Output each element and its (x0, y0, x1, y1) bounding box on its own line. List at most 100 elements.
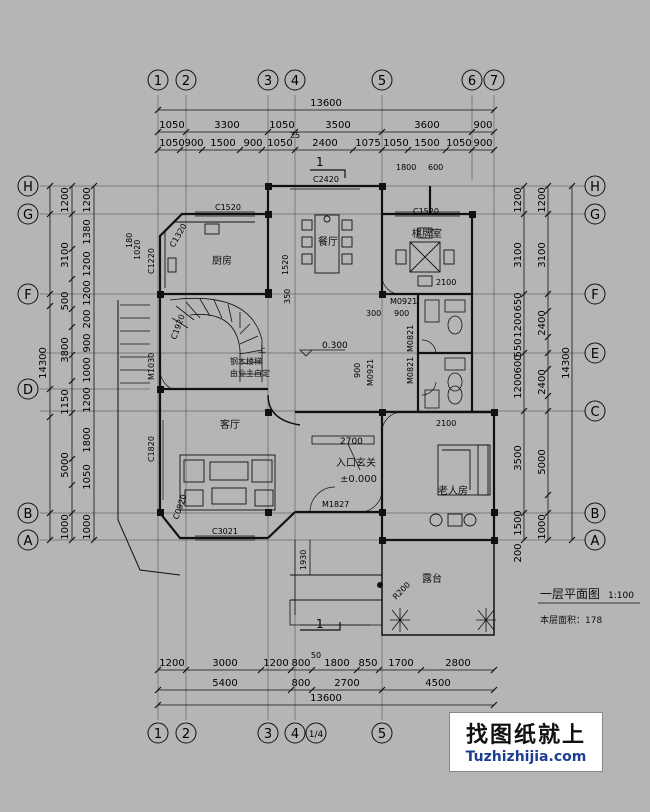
entrance-steps (294, 540, 370, 626)
dim-1020: 1020 (133, 240, 142, 260)
left-dim2-1: 1200 (82, 187, 93, 212)
level-marker (299, 349, 345, 357)
left-dim2-2: 1380 (82, 219, 93, 244)
right-dim2-4: 1200 (513, 312, 524, 337)
right-dim-4: 2400 (537, 369, 548, 394)
left-dim-4: 3800 (60, 337, 71, 362)
top-dim-6: 900 (473, 120, 492, 131)
left-dim2-4: 1200 (82, 280, 93, 305)
living-sofa (179, 454, 276, 511)
right-dim2-7: 1200 (513, 373, 524, 398)
living-room-label: 客厅 (220, 418, 240, 431)
bottom-dim-2: 3000 (212, 658, 237, 669)
top-dim2-2: 900 (184, 138, 203, 149)
windows (159, 185, 460, 541)
bottom-dim-7: 1700 (388, 658, 413, 669)
left-dim2-3: 1200 (82, 251, 93, 276)
foyer-level: ±0.000 (340, 474, 377, 485)
door-m0821-a: M0821 (406, 325, 415, 352)
right-dim-2: 3100 (537, 242, 548, 267)
right-dimensions: 14300 1200 3100 2400 2400 5000 1000 1200… (513, 187, 572, 562)
left-dim-5: 1150 (60, 389, 71, 414)
axis-3-top: 3 (264, 74, 272, 89)
axis-C-right: C (590, 405, 599, 420)
left-dim2-10: 1050 (82, 464, 93, 489)
right-total-dim: 14300 (561, 347, 572, 379)
elder-bed (429, 444, 491, 527)
plan-title: 一层平面图 (540, 587, 600, 601)
doors (159, 275, 437, 513)
door-m1827: M1827 (322, 500, 349, 509)
dim-180: 180 (125, 233, 134, 248)
dim-600: 600 (428, 163, 443, 172)
top-dim2-8: 1050 (383, 138, 408, 149)
door-m0921-a: M0921 (390, 297, 417, 306)
stair-note-1: 钢木楼梯 (230, 356, 262, 366)
foyer-label: 入口玄关 (336, 456, 376, 469)
plan-scale: 1:100 (608, 591, 634, 601)
axis-labels-bottom: 1 2 3 4 1/4 5 (154, 727, 386, 742)
door-m0821-b: M0821 (406, 357, 415, 384)
section-marker-bottom: 1 (316, 617, 324, 631)
stair-up-label: 上 (258, 345, 266, 354)
window-c1820: C1820 (147, 436, 156, 462)
axis-4-bottom: 4 (291, 727, 299, 742)
bottom-dim2-4: 4500 (425, 678, 450, 689)
top-dim2-10: 1050 (446, 138, 471, 149)
axis-B-left: B (24, 507, 33, 522)
chess-table (395, 227, 455, 287)
axis-3-bottom: 3 (264, 727, 272, 742)
door-m0921-b: M0921 (366, 359, 375, 386)
right-dim-6: 1000 (537, 514, 548, 539)
axis-5-bottom: 5 (378, 727, 386, 742)
right-dim2-9: 1500 (513, 510, 524, 535)
bottom-dim-4: 800 (291, 658, 310, 669)
axis-labels-left: H G F D B A (23, 180, 33, 549)
bottom-total-dim: 13600 (310, 693, 342, 704)
axis-bubbles-top (147, 69, 505, 91)
axis-labels-top: 1 2 3 4 5 6 7 (154, 74, 498, 89)
dim-2100-a: 2100 (436, 278, 456, 287)
right-dim2-2: 3100 (513, 242, 524, 267)
section-markers (300, 169, 346, 631)
dim-2700: 2700 (340, 437, 363, 447)
right-dim-3: 2400 (537, 310, 548, 335)
axis-labels-right: H G F E C B A (590, 180, 600, 549)
left-dim-6: 5000 (60, 452, 71, 477)
top-dim-small: 25 (290, 131, 300, 140)
top-dim2-11: 900 (473, 138, 492, 149)
axis-2-top: 2 (182, 74, 190, 89)
axis-G-left: G (23, 208, 33, 223)
axis-A-right: A (591, 534, 600, 549)
bottom-dim-1: 1200 (159, 658, 184, 669)
dimension-ticks (46, 106, 576, 709)
dim-1930: 1930 (299, 550, 308, 570)
bottom-dim-3: 1200 (263, 658, 288, 669)
top-dim-5: 3600 (414, 120, 439, 131)
right-dim2-5: 550 (513, 338, 524, 357)
right-dim2-10: 200 (513, 543, 524, 562)
axis-6-top: 6 (468, 74, 476, 89)
bottom-dim-5: 1800 (324, 658, 349, 669)
left-dim2-8: 1200 (82, 387, 93, 412)
window-c1220: C1220 (147, 248, 156, 274)
axis-F-left: F (24, 288, 31, 303)
left-dim2-11: 1000 (82, 514, 93, 539)
bottom-dim-small: 50 (311, 651, 321, 660)
bottom-dim2-1: 5400 (212, 678, 237, 689)
axis-B-right: B (591, 507, 600, 522)
dimension-lines (49, 109, 573, 706)
section-marker-top: 1 (316, 155, 324, 169)
left-dimensions: 14300 1200 3100 500 3800 1150 5000 1000 … (38, 187, 93, 539)
axis-H-right: H (590, 180, 600, 195)
axis-7-top: 7 (490, 74, 498, 89)
door-m1030: M1030 (147, 353, 156, 380)
chess-room-label: 棋牌室 (412, 227, 442, 240)
dim-1800-b: 1520 (281, 255, 290, 275)
axis-bubbles-right (584, 175, 606, 551)
right-dim2-6: 600 (513, 354, 524, 373)
bathroom-fixtures (424, 299, 466, 409)
level-0300: 0.300 (322, 341, 348, 351)
top-dimensions: 13600 1050 3300 1050 3500 3600 900 1050 … (159, 98, 492, 149)
